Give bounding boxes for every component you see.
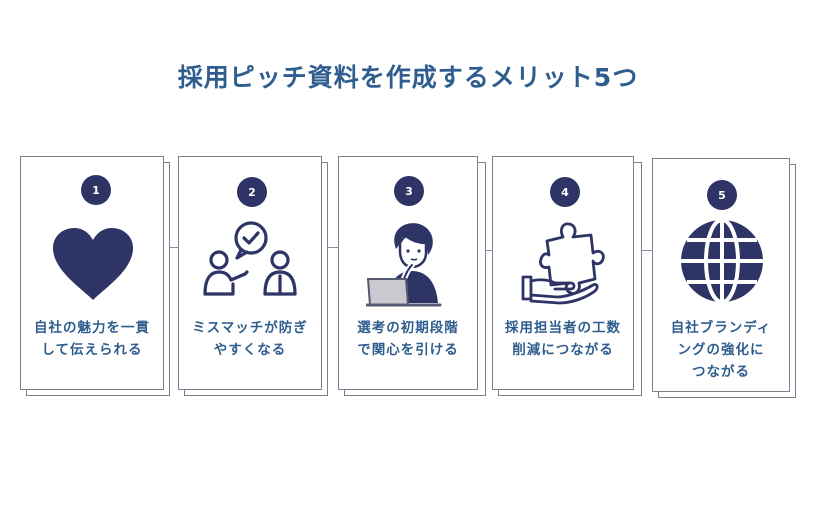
people-talking-icon [203, 221, 297, 296]
card-body: 5 自社ブランディ ングの強化に つながる [652, 158, 790, 392]
card-label: 自社の魅力を一貫 して伝えられる [34, 320, 150, 358]
card-label: ミスマッチが防ぎ やすくなる [192, 320, 308, 358]
puzzle-hand-icon [521, 222, 605, 305]
page-title: 採用ピッチ資料を作成するメリット5つ [177, 63, 639, 92]
connector-line [321, 247, 339, 248]
card-body: 3 選考の初期段階 で関心を引ける [338, 156, 478, 390]
connector-line [163, 247, 179, 248]
globe-icon [681, 218, 763, 304]
step-number-badge: 5 [707, 180, 737, 210]
card-label: 自社ブランディ ングの強化に つながる [670, 320, 772, 380]
connector-line [634, 250, 653, 251]
step-number-badge: 2 [237, 177, 267, 207]
card-label: 選考の初期段階 で関心を引ける [357, 320, 459, 358]
card-label: 採用担当者の工数 削減につながる [505, 320, 621, 358]
card-body: 1 自社の魅力を一貫 して伝えられる [20, 156, 164, 390]
heart-icon [53, 228, 133, 300]
person-laptop-icon [366, 223, 442, 307]
step-number-badge: 1 [81, 175, 111, 205]
card-body: 4 採用担当者の工数 削減につながる [492, 156, 634, 390]
step-number-badge: 3 [394, 176, 424, 206]
card-body: 2 ミスマッチが防ぎ やすくなる [178, 156, 322, 390]
step-number-badge: 4 [550, 177, 580, 207]
